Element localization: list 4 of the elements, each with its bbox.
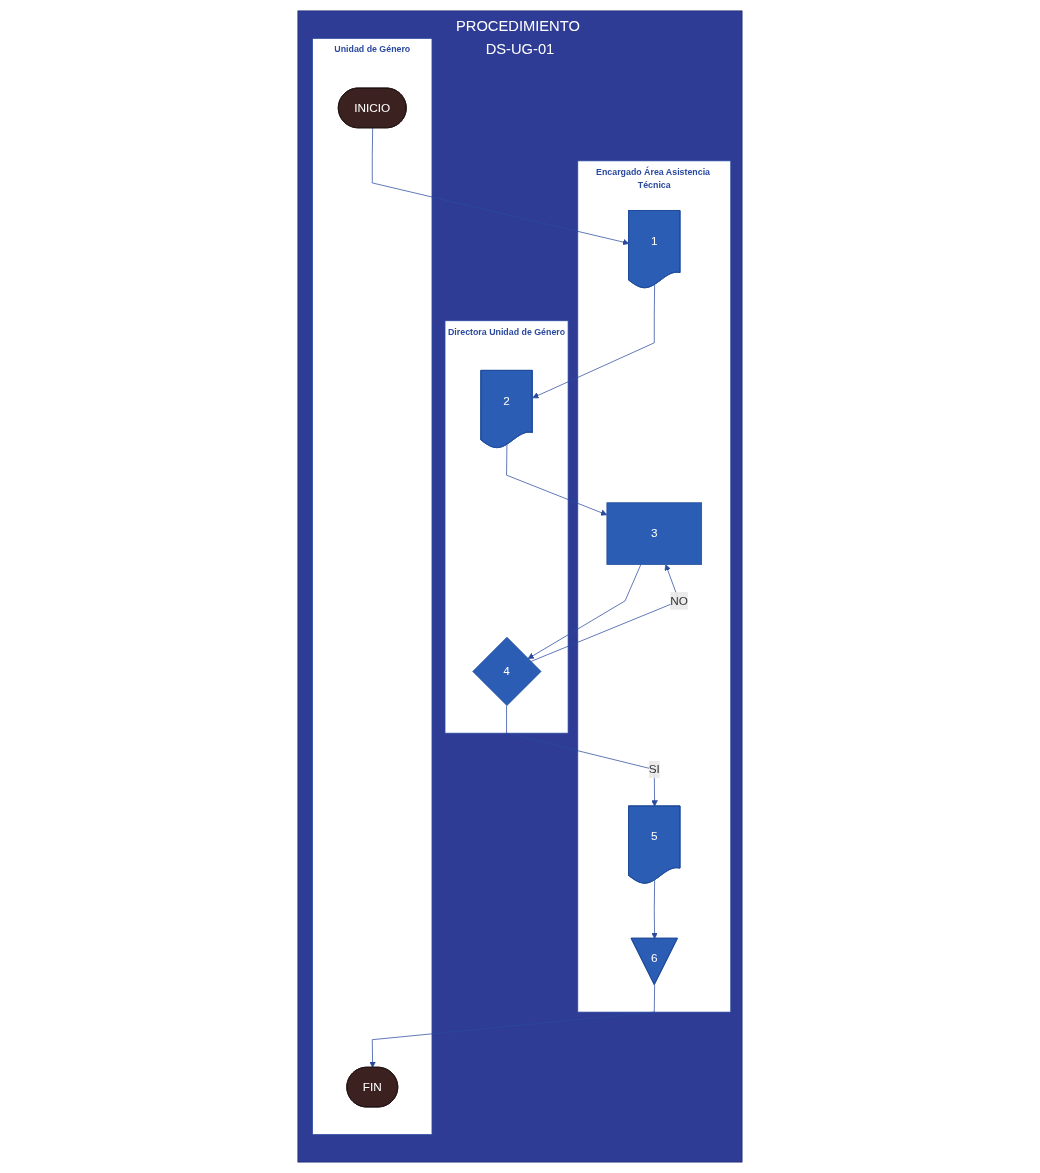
node-diamond: 4: [472, 636, 542, 706]
edge-label: SI: [648, 762, 660, 776]
node-box: 3: [606, 502, 703, 565]
edge-label: NO: [670, 594, 688, 607]
